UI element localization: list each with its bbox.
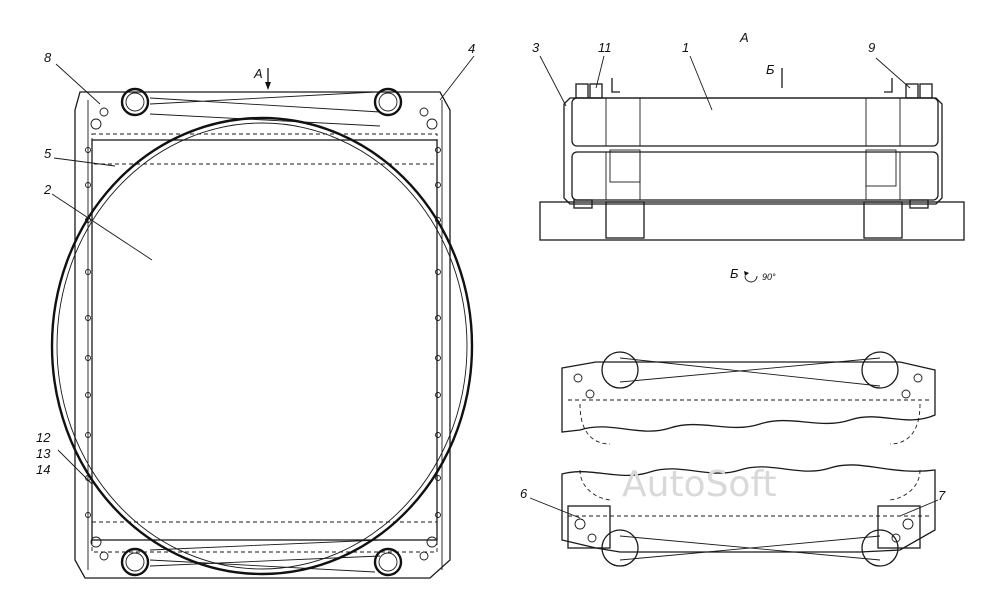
callout-5: 5 bbox=[44, 146, 52, 161]
bottom-bolts bbox=[573, 199, 929, 209]
callout-3: 3 bbox=[532, 40, 540, 55]
upper-tank-side bbox=[571, 97, 939, 147]
callout-12: 12 bbox=[36, 430, 51, 445]
leader-lines-detail bbox=[529, 497, 939, 519]
side-view-title: А bbox=[739, 30, 749, 45]
callout-4: 4 bbox=[468, 41, 475, 56]
autosoft-watermark: AutoSoft bbox=[622, 464, 777, 505]
callout-2: 2 bbox=[43, 182, 52, 197]
callout-14: 14 bbox=[36, 462, 50, 477]
front-view: А 8 4 5 2 12 13 14 bbox=[36, 41, 475, 579]
leader-lines-side bbox=[539, 55, 911, 111]
bracket-right bbox=[877, 505, 921, 549]
outer-frame bbox=[74, 91, 451, 579]
corner-bolt-holes bbox=[90, 107, 438, 561]
corner-bosses bbox=[120, 87, 403, 577]
side-bolt-holes bbox=[85, 147, 441, 518]
bracket-left bbox=[567, 505, 611, 549]
detail-view-title: Б bbox=[730, 266, 739, 281]
leader-lines-front bbox=[51, 55, 475, 485]
top-bolts bbox=[575, 78, 933, 99]
radiator-core bbox=[91, 139, 438, 541]
callout-7: 7 bbox=[938, 488, 946, 503]
callout-11: 11 bbox=[598, 40, 612, 55]
callout-1: 1 bbox=[682, 40, 689, 55]
view-arrow-a: А bbox=[253, 66, 271, 90]
rotation-icon bbox=[744, 275, 758, 283]
detail-rotation: 90° bbox=[762, 272, 776, 282]
detail-upper-fragment bbox=[561, 361, 936, 433]
callout-8: 8 bbox=[44, 50, 52, 65]
detail-lower-fragment bbox=[561, 464, 936, 553]
callout-6: 6 bbox=[520, 486, 528, 501]
lower-tank-side bbox=[571, 151, 939, 201]
upper-tank bbox=[91, 133, 438, 165]
detail-view-b: Б 90° 6 7 bbox=[520, 266, 946, 567]
side-frame bbox=[563, 97, 943, 205]
section-b-label: Б bbox=[766, 62, 775, 77]
fan-shroud-ring bbox=[50, 116, 474, 576]
side-view-a: А Б bbox=[532, 30, 965, 241]
callout-13: 13 bbox=[36, 446, 51, 461]
mounting-base bbox=[539, 201, 965, 241]
view-a-label: А bbox=[253, 66, 263, 81]
top-beam bbox=[149, 91, 381, 127]
callout-9: 9 bbox=[868, 40, 875, 55]
lower-tank bbox=[91, 521, 438, 553]
